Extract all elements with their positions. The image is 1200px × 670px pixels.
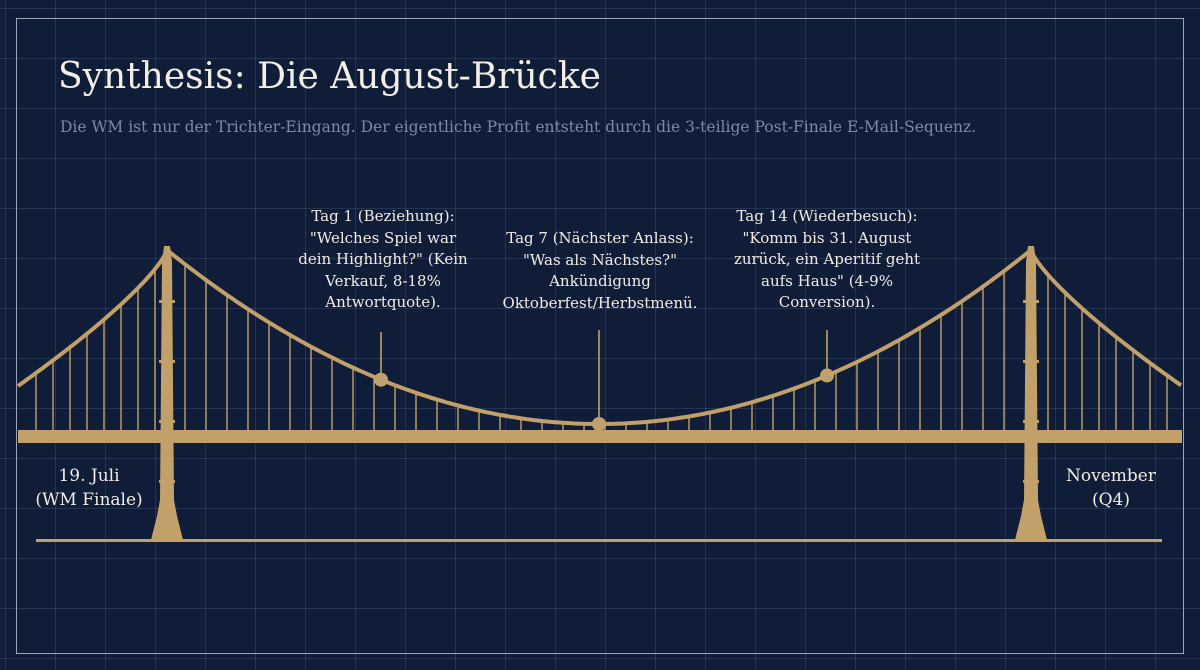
tower-band	[1023, 300, 1039, 303]
right-back-cable	[1029, 249, 1183, 387]
tower-band	[159, 360, 175, 363]
bridge-towers	[151, 246, 1047, 540]
milestone-day-7-label: Tag 7 (Nächster Anlass): "Was als Nächst…	[502, 229, 698, 312]
milestone-day-1-label: Tag 1 (Beziehung): "Welches Spiel war de…	[298, 207, 468, 311]
page-subtitle: Die WM ist nur der Trichter-Eingang. Der…	[60, 118, 977, 136]
tower-band	[159, 420, 175, 423]
end-date-label: November (Q4)	[1066, 466, 1156, 510]
milestone-day-7-marker	[592, 417, 606, 431]
left-tower	[151, 246, 183, 540]
milestone-day-14-marker	[820, 368, 834, 383]
page-title: Synthesis: Die August-Brücke	[58, 56, 601, 97]
tower-band	[159, 480, 175, 483]
milestone-day-1-marker	[374, 372, 388, 387]
left-back-cable	[16, 253, 167, 388]
right-tower	[1015, 246, 1047, 540]
bridge-hangers	[35, 264, 1168, 430]
tower-body	[1015, 246, 1047, 540]
bridge-ground-line	[36, 539, 1162, 542]
tower-band	[1023, 480, 1039, 483]
bridge-deck	[18, 430, 1182, 443]
tower-band	[159, 300, 175, 303]
tower-body	[151, 246, 183, 540]
start-date-label: 19. Juli (WM Finale)	[35, 466, 143, 510]
tower-band	[1023, 360, 1039, 363]
callout-lines	[374, 330, 834, 431]
tower-band	[1023, 420, 1039, 423]
milestone-day-14-label: Tag 14 (Wiederbesuch): "Komm bis 31. Aug…	[733, 207, 921, 311]
